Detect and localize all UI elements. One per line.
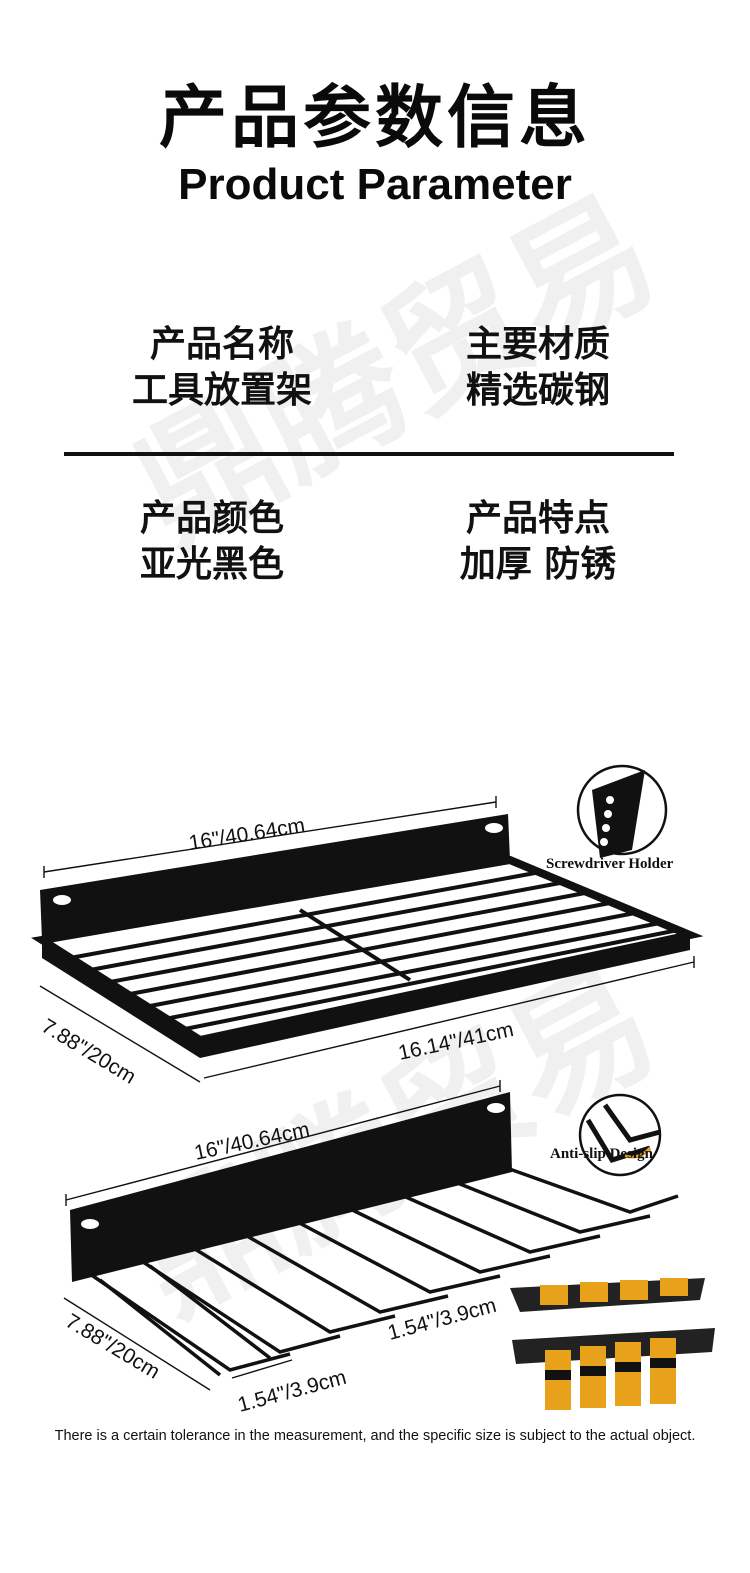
rack-back-plate (70, 1092, 512, 1282)
shelf-depth-label: 7.88"/20cm (37, 1015, 139, 1089)
param-color: 产品颜色 亚光黑色 (82, 496, 342, 588)
measurement-note: There is a certain tolerance in the meas… (54, 1428, 696, 1444)
shelf-wires (69, 871, 679, 1031)
divider (64, 452, 674, 456)
shelf-width-label: 16"/40.64cm (187, 814, 306, 855)
param-value: 工具放置架 (131, 370, 312, 411)
param-label: 产品特点 (465, 498, 610, 539)
rack-gap-label: 1.54"/3.9cm (385, 1294, 499, 1345)
param-product-name: 产品名称 工具放置架 (92, 322, 352, 414)
usage-photo (510, 1278, 715, 1410)
screwdriver-holder-callout: Screwdriver Holder (546, 764, 674, 872)
param-material: 主要材质 精选碳钢 (408, 322, 668, 414)
rack-gap-label: 1.54"/3.9cm (235, 1366, 349, 1417)
callout-label: Screwdriver Holder (546, 856, 674, 872)
page-subtitle: Product Parameter (178, 160, 572, 209)
param-value: 加厚 防锈 (459, 544, 617, 585)
param-features: 产品特点 加厚 防锈 (408, 496, 668, 588)
rack-depth-label: 7.88"/20cm (61, 1310, 163, 1384)
shelf-illustration: 16"/40.64cm 7.88"/20cm 16.14"/41cm Screw… (31, 764, 704, 1089)
product-illustration: 16"/40.64cm 7.88"/20cm 16.14"/41cm Screw… (31, 764, 715, 1417)
param-value: 精选碳钢 (465, 370, 610, 411)
param-label: 产品颜色 (139, 498, 284, 539)
page-title: 产品参数信息 (158, 79, 591, 158)
param-value: 亚光黑色 (139, 544, 284, 585)
shelf-length-label: 16.14"/41cm (396, 1018, 515, 1065)
param-label: 产品名称 (149, 324, 294, 365)
param-label: 主要材质 (465, 324, 610, 365)
shelf-back-plate (40, 814, 510, 940)
anti-slip-callout: Anti-slip Design (550, 1093, 662, 1177)
rack-hooks (89, 1160, 679, 1377)
callout-label: Anti-slip Design (550, 1146, 654, 1162)
